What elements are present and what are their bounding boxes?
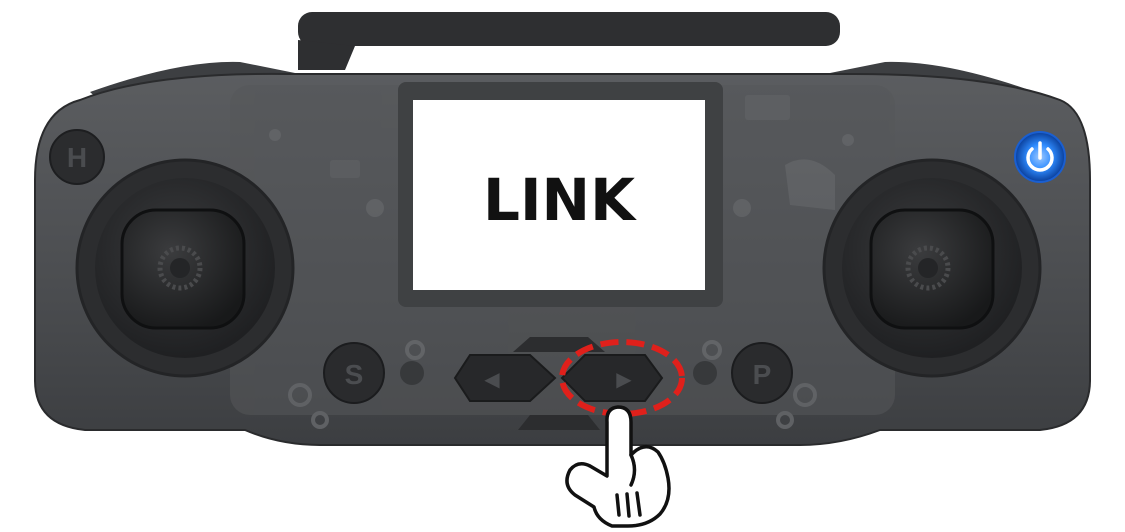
pointing-hand-icon <box>565 405 671 528</box>
left-indicator-dot <box>400 361 424 385</box>
left-arrow-button[interactable]: ◀ <box>453 354 557 402</box>
p-button-label: P <box>753 359 772 390</box>
power-button[interactable] <box>1014 131 1066 183</box>
p-button[interactable]: P <box>731 342 793 404</box>
right-arrow-button[interactable]: ▶ <box>560 354 664 402</box>
h-button[interactable]: H <box>49 129 105 185</box>
right-indicator-dot <box>693 361 717 385</box>
left-joystick[interactable] <box>75 158 295 378</box>
left-arrow-icon: ◀ <box>484 367 500 391</box>
s-button[interactable]: S <box>323 342 385 404</box>
s-button-label: S <box>345 359 364 390</box>
right-arrow-icon: ▶ <box>616 367 632 391</box>
screen-text: LINK <box>483 166 637 234</box>
power-icon <box>1026 141 1054 172</box>
antenna <box>298 12 840 70</box>
right-joystick[interactable] <box>822 158 1042 378</box>
lcd-screen: LINK <box>398 82 723 307</box>
highlight-ring <box>559 339 685 417</box>
h-button-label: H <box>67 142 87 173</box>
